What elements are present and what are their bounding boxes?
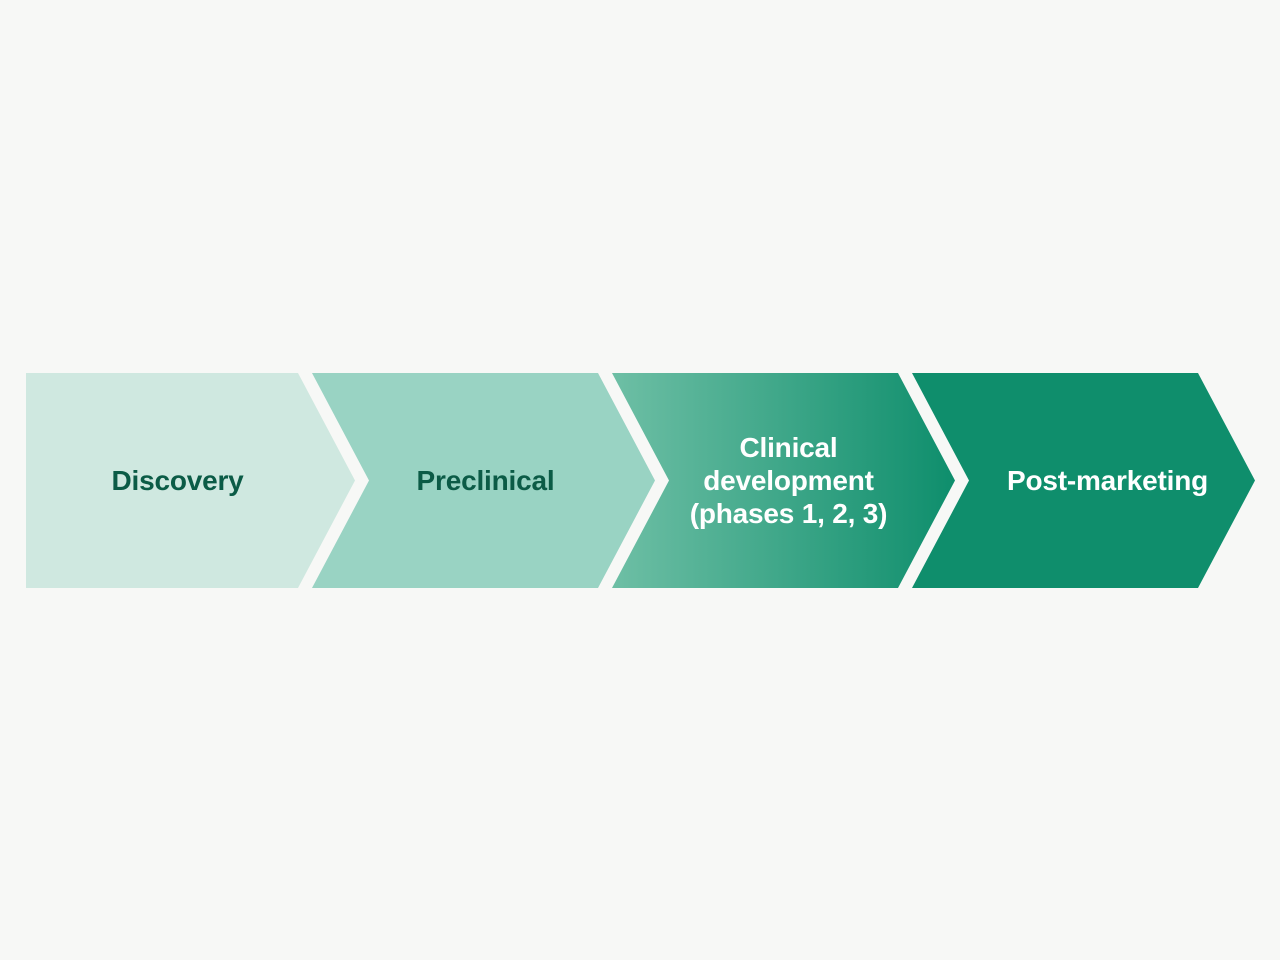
stage-chevron-preclinical: Preclinical bbox=[312, 373, 655, 588]
stage-label: Discovery bbox=[111, 464, 243, 497]
stage-label-line: Clinical bbox=[739, 432, 838, 463]
stage-label: Clinical development (phases 1, 2, 3) bbox=[690, 431, 888, 530]
stage-label: Preclinical bbox=[417, 464, 555, 497]
stage-chevron-clinical-development: Clinical development (phases 1, 2, 3) bbox=[612, 373, 955, 588]
process-flow-band: Discovery Preclinical Clinical developme… bbox=[0, 373, 1280, 588]
stage-label: Post-marketing bbox=[1007, 464, 1208, 497]
stage-label-line: (phases 1, 2, 3) bbox=[689, 498, 888, 529]
stage-label-line: Preclinical bbox=[416, 465, 555, 496]
stage-chevron-discovery: Discovery bbox=[26, 373, 355, 588]
stage-label-line: development bbox=[703, 465, 874, 496]
stage-label-line: Discovery bbox=[111, 465, 244, 496]
stage-chevron-post-marketing: Post-marketing bbox=[912, 373, 1255, 588]
stage-label-line: Post-marketing bbox=[1006, 465, 1209, 496]
